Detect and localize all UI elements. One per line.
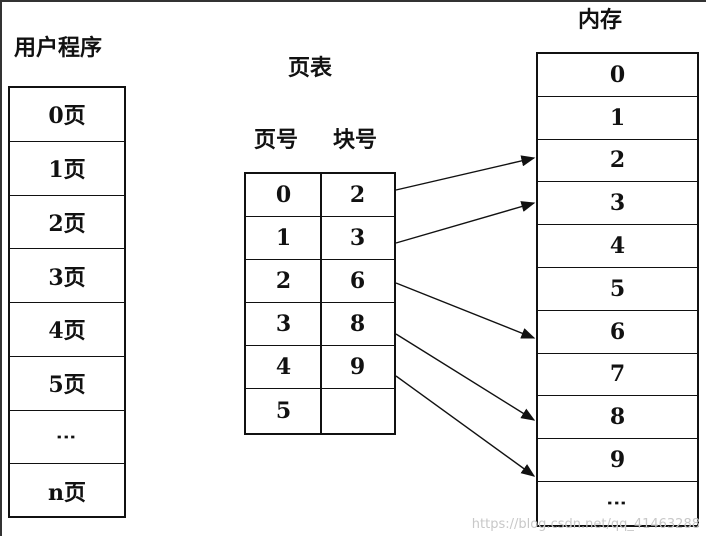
page-table-row: 1 3 — [246, 217, 394, 260]
arrow-page4-to-block9 — [395, 375, 536, 477]
page-number-cell: 4 — [275, 354, 292, 380]
page-table-row: 2 6 — [246, 260, 394, 303]
page-table-row: 0 2 — [246, 174, 394, 217]
memory-block: 6 — [538, 311, 697, 354]
arrow-page0-to-block2 — [395, 155, 536, 191]
program-page: n页 — [48, 480, 86, 507]
arrow-page3-to-block8 — [395, 333, 536, 421]
program-column: 0页 1页 2页 3页 4页 5页 ⋮ n页 — [8, 86, 126, 518]
program-page: 3页 — [10, 249, 124, 303]
page-table-row: 5 — [246, 389, 394, 432]
memory-block: 1 — [538, 97, 697, 140]
program-page: 5页 — [10, 357, 124, 411]
page-table-title: 页表 — [288, 55, 333, 81]
program-ellipsis: ⋮ — [10, 411, 124, 465]
block-number-cell: 8 — [349, 311, 366, 337]
program-page: 1页 — [10, 142, 124, 196]
program-page: 0页 — [10, 88, 124, 142]
memory-block: 4 — [538, 225, 697, 268]
watermark: https://blog.csdn.net/qq_41463288 — [471, 517, 700, 532]
program-page: 2页 — [10, 196, 124, 250]
memory-ellipsis: ⋮ — [605, 493, 630, 514]
page-number-cell: 3 — [275, 311, 292, 337]
image-border-top — [0, 0, 706, 2]
arrow-page1-to-block3 — [395, 201, 536, 244]
memory-column: 0 1 2 3 4 5 6 7 8 9 ⋮ — [536, 52, 699, 527]
page-table-row: 3 8 — [246, 303, 394, 346]
page-number-header: 页号 — [254, 127, 299, 153]
arrow-page2-to-block6 — [395, 282, 536, 339]
memory-block: 7 — [538, 354, 697, 397]
block-number-header: 块号 — [333, 127, 378, 153]
page-number-cell: 1 — [275, 225, 292, 251]
block-number-cell: 9 — [349, 354, 366, 380]
program-page: 4页 — [10, 303, 124, 357]
page-number-cell: 2 — [275, 268, 292, 294]
memory-block: 8 — [538, 396, 697, 440]
program-title: 用户程序 — [14, 35, 103, 61]
memory-block: 3 — [538, 182, 697, 226]
memory-block: 9 — [538, 439, 697, 482]
page-table-divider — [320, 174, 322, 433]
page-table-row: 4 9 — [246, 346, 394, 389]
memory-block: 2 — [538, 140, 697, 183]
page-table: 0 2 1 3 2 6 3 8 4 9 5 — [244, 172, 396, 435]
page-number-cell: 5 — [275, 397, 292, 424]
block-number-cell: 2 — [349, 182, 366, 208]
memory-block: 0 — [538, 54, 697, 97]
memory-block: 5 — [538, 268, 697, 311]
page-number-cell: 0 — [275, 182, 292, 208]
block-number-cell: 6 — [349, 268, 366, 294]
memory-title: 内存 — [578, 7, 623, 33]
block-number-cell: 3 — [349, 225, 366, 251]
image-border-left — [0, 0, 2, 536]
